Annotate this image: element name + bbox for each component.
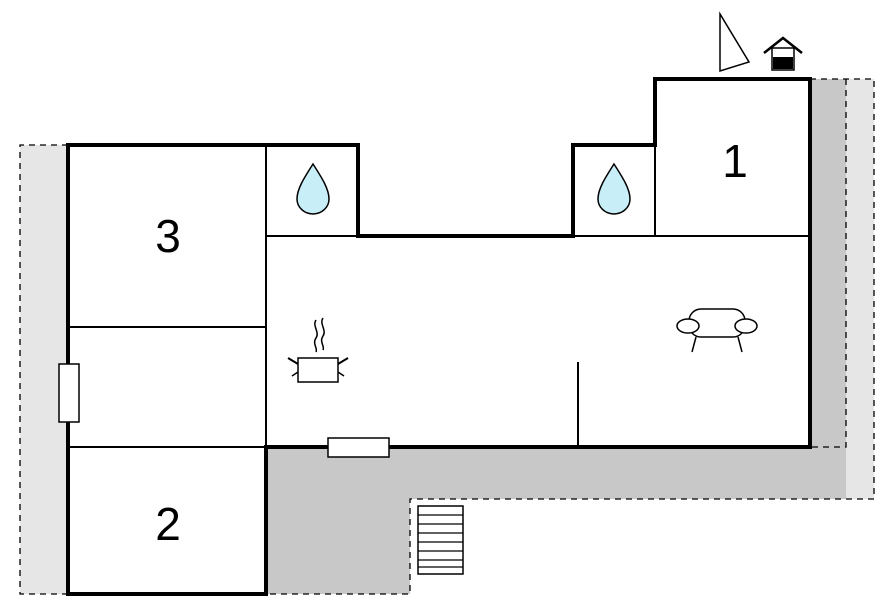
terrace-inner-dash	[810, 79, 847, 448]
water-drop-icon	[597, 162, 631, 215]
sofa-icon	[676, 308, 758, 353]
house-entrance-icon	[763, 36, 803, 71]
room-2-label: 2	[155, 498, 181, 550]
room-2-floor	[68, 447, 266, 594]
terrace-outline	[266, 78, 875, 595]
stairs-icon	[417, 505, 464, 575]
north-arrow-icon	[719, 11, 751, 73]
window-icon	[327, 437, 390, 458]
terrace-dark	[266, 79, 846, 594]
terrace-right-light	[846, 79, 874, 499]
room-3-label: 3	[155, 210, 181, 262]
cooking-pot-icon	[287, 317, 349, 383]
water-drop-icon	[296, 162, 330, 215]
terrace-left-outline	[19, 144, 68, 595]
room-1-label: 1	[722, 135, 748, 187]
window-icon	[58, 363, 80, 423]
